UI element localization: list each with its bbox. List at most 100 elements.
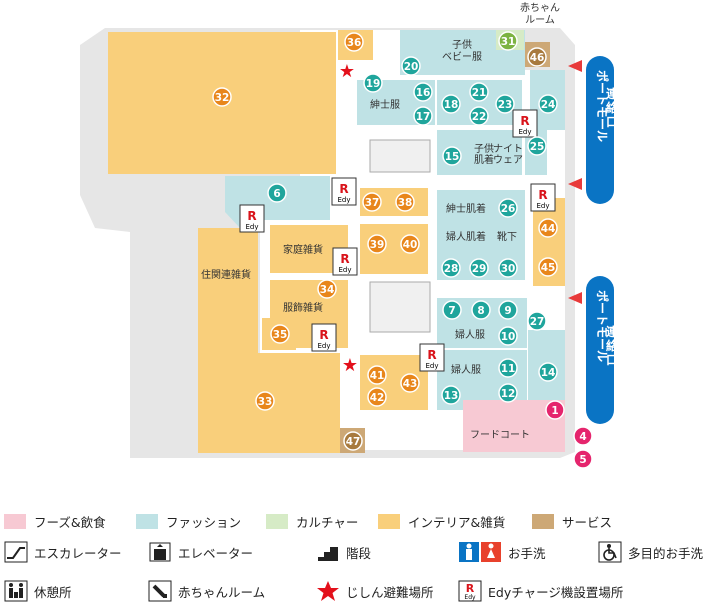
store-17-badge[interactable]: 17 bbox=[413, 106, 433, 126]
store-number: 38 bbox=[398, 197, 413, 209]
svg-text:連: 連 bbox=[606, 324, 619, 339]
store-42-badge[interactable]: 42 bbox=[367, 387, 387, 407]
store-7-badge[interactable]: 7 bbox=[442, 300, 462, 320]
label-food-court: フードコート bbox=[470, 430, 530, 441]
store-10-badge[interactable]: 10 bbox=[498, 326, 518, 346]
store-20-badge[interactable]: 20 bbox=[401, 56, 421, 76]
store-number: 46 bbox=[530, 52, 545, 64]
store-44-badge[interactable]: 44 bbox=[538, 218, 558, 238]
store-23-badge[interactable]: 23 bbox=[495, 94, 515, 114]
store-number: 40 bbox=[403, 239, 418, 251]
store-number: 29 bbox=[472, 263, 487, 275]
svg-text:R: R bbox=[538, 188, 547, 202]
store-35-badge[interactable]: 35 bbox=[270, 324, 290, 344]
port-mall-connector-north[interactable]: ポートモール 連 絡 口 bbox=[586, 56, 619, 204]
store-34-badge[interactable]: 34 bbox=[317, 279, 337, 299]
store-21-badge[interactable]: 21 bbox=[469, 82, 489, 102]
store-16-badge[interactable]: 16 bbox=[413, 82, 433, 102]
store-13-badge[interactable]: 13 bbox=[441, 385, 461, 405]
svg-text:Edy: Edy bbox=[464, 594, 476, 601]
store-number: 34 bbox=[320, 284, 335, 296]
store-32-badge[interactable]: 32 bbox=[212, 87, 232, 107]
store-26-badge[interactable]: 26 bbox=[498, 198, 518, 218]
store-27-badge[interactable]: 27 bbox=[527, 311, 547, 331]
store-19-badge[interactable]: 19 bbox=[363, 73, 383, 93]
store-18-badge[interactable]: 18 bbox=[441, 94, 461, 114]
svg-text:Edy: Edy bbox=[245, 223, 258, 231]
store-9-badge[interactable]: 9 bbox=[498, 300, 518, 320]
store-number: 23 bbox=[498, 99, 513, 111]
store-number: 11 bbox=[501, 363, 516, 375]
store-15-badge[interactable]: 15 bbox=[442, 146, 462, 166]
svg-text:R: R bbox=[427, 348, 436, 362]
store-number: 27 bbox=[530, 316, 545, 328]
store-25-badge[interactable]: 25 bbox=[527, 136, 547, 156]
store-46-badge[interactable]: 46 bbox=[527, 47, 547, 67]
store-4-badge[interactable]: 4 bbox=[573, 426, 593, 446]
earthquake-shelter-star-icon: ★ bbox=[339, 61, 355, 82]
store-number: 12 bbox=[501, 388, 516, 400]
store-number: 21 bbox=[472, 87, 487, 99]
store-31-badge[interactable]: 31 bbox=[498, 31, 518, 51]
legend-restroom: お手洗 bbox=[458, 541, 546, 563]
svg-text:口: 口 bbox=[606, 353, 618, 367]
legend-stairs: 階段 bbox=[316, 541, 371, 563]
store-38-badge[interactable]: 38 bbox=[395, 192, 415, 212]
svg-text:Edy: Edy bbox=[317, 342, 330, 350]
store-number: 17 bbox=[416, 111, 431, 123]
store-area-housing[interactable] bbox=[198, 228, 258, 353]
svg-text:Edy: Edy bbox=[518, 128, 531, 136]
svg-text:連: 連 bbox=[606, 86, 619, 101]
port-mall-connector-south[interactable]: ポートモール 連 絡 口 bbox=[586, 276, 619, 424]
baby-room-icon bbox=[148, 580, 172, 602]
store-36-badge[interactable]: 36 bbox=[344, 32, 364, 52]
legend-interior: インテリア&雑貨 bbox=[378, 512, 505, 531]
store-41-badge[interactable]: 41 bbox=[367, 365, 387, 385]
store-45-badge[interactable]: 45 bbox=[538, 257, 558, 277]
store-number: 41 bbox=[370, 370, 385, 382]
store-14-badge[interactable]: 14 bbox=[538, 362, 558, 382]
legend-food: フーズ&飲食 bbox=[4, 512, 106, 531]
svg-text:口: 口 bbox=[606, 115, 618, 129]
store-number: 37 bbox=[365, 197, 380, 209]
store-39-badge[interactable]: 39 bbox=[367, 234, 387, 254]
store-number: 5 bbox=[579, 454, 586, 466]
store-33-badge[interactable]: 33 bbox=[255, 391, 275, 411]
store-37-badge[interactable]: 37 bbox=[362, 192, 382, 212]
entrance-arrow bbox=[568, 292, 582, 304]
label-mens: 紳士服 bbox=[370, 98, 400, 111]
store-30-badge[interactable]: 30 bbox=[498, 258, 518, 278]
store-43-badge[interactable]: 43 bbox=[400, 373, 420, 393]
legend-culture: カルチャー bbox=[266, 512, 358, 531]
store-1-badge[interactable]: 1 bbox=[545, 400, 565, 420]
store-number: 36 bbox=[347, 37, 362, 49]
store-5-badge[interactable]: 5 bbox=[573, 449, 593, 469]
store-22-badge[interactable]: 22 bbox=[469, 106, 489, 126]
store-47-badge[interactable]: 47 bbox=[343, 431, 363, 451]
store-29-badge[interactable]: 29 bbox=[469, 258, 489, 278]
store-12-badge[interactable]: 12 bbox=[498, 383, 518, 403]
svg-text:Edy: Edy bbox=[338, 266, 351, 274]
store-8-badge[interactable]: 8 bbox=[471, 300, 491, 320]
label-womens-1: 婦人服 bbox=[455, 329, 485, 341]
store-number: 32 bbox=[215, 92, 230, 104]
store-11-badge[interactable]: 11 bbox=[498, 358, 518, 378]
store-number: 22 bbox=[472, 111, 487, 123]
store-number: 43 bbox=[403, 378, 418, 390]
store-28-badge[interactable]: 28 bbox=[441, 258, 461, 278]
svg-text:R: R bbox=[466, 582, 475, 595]
store-24-badge[interactable]: 24 bbox=[538, 94, 558, 114]
store-number: 26 bbox=[501, 203, 516, 215]
store-40-badge[interactable]: 40 bbox=[400, 234, 420, 254]
svg-text:R: R bbox=[247, 209, 256, 223]
store-6-badge[interactable]: 6 bbox=[267, 183, 287, 203]
label-kids-underwear-2: 肌着 bbox=[474, 153, 494, 166]
store-number: 6 bbox=[273, 188, 280, 200]
store-number: 16 bbox=[416, 87, 431, 99]
legend-earthquake-shelter: じしん避難場所 bbox=[316, 580, 434, 602]
